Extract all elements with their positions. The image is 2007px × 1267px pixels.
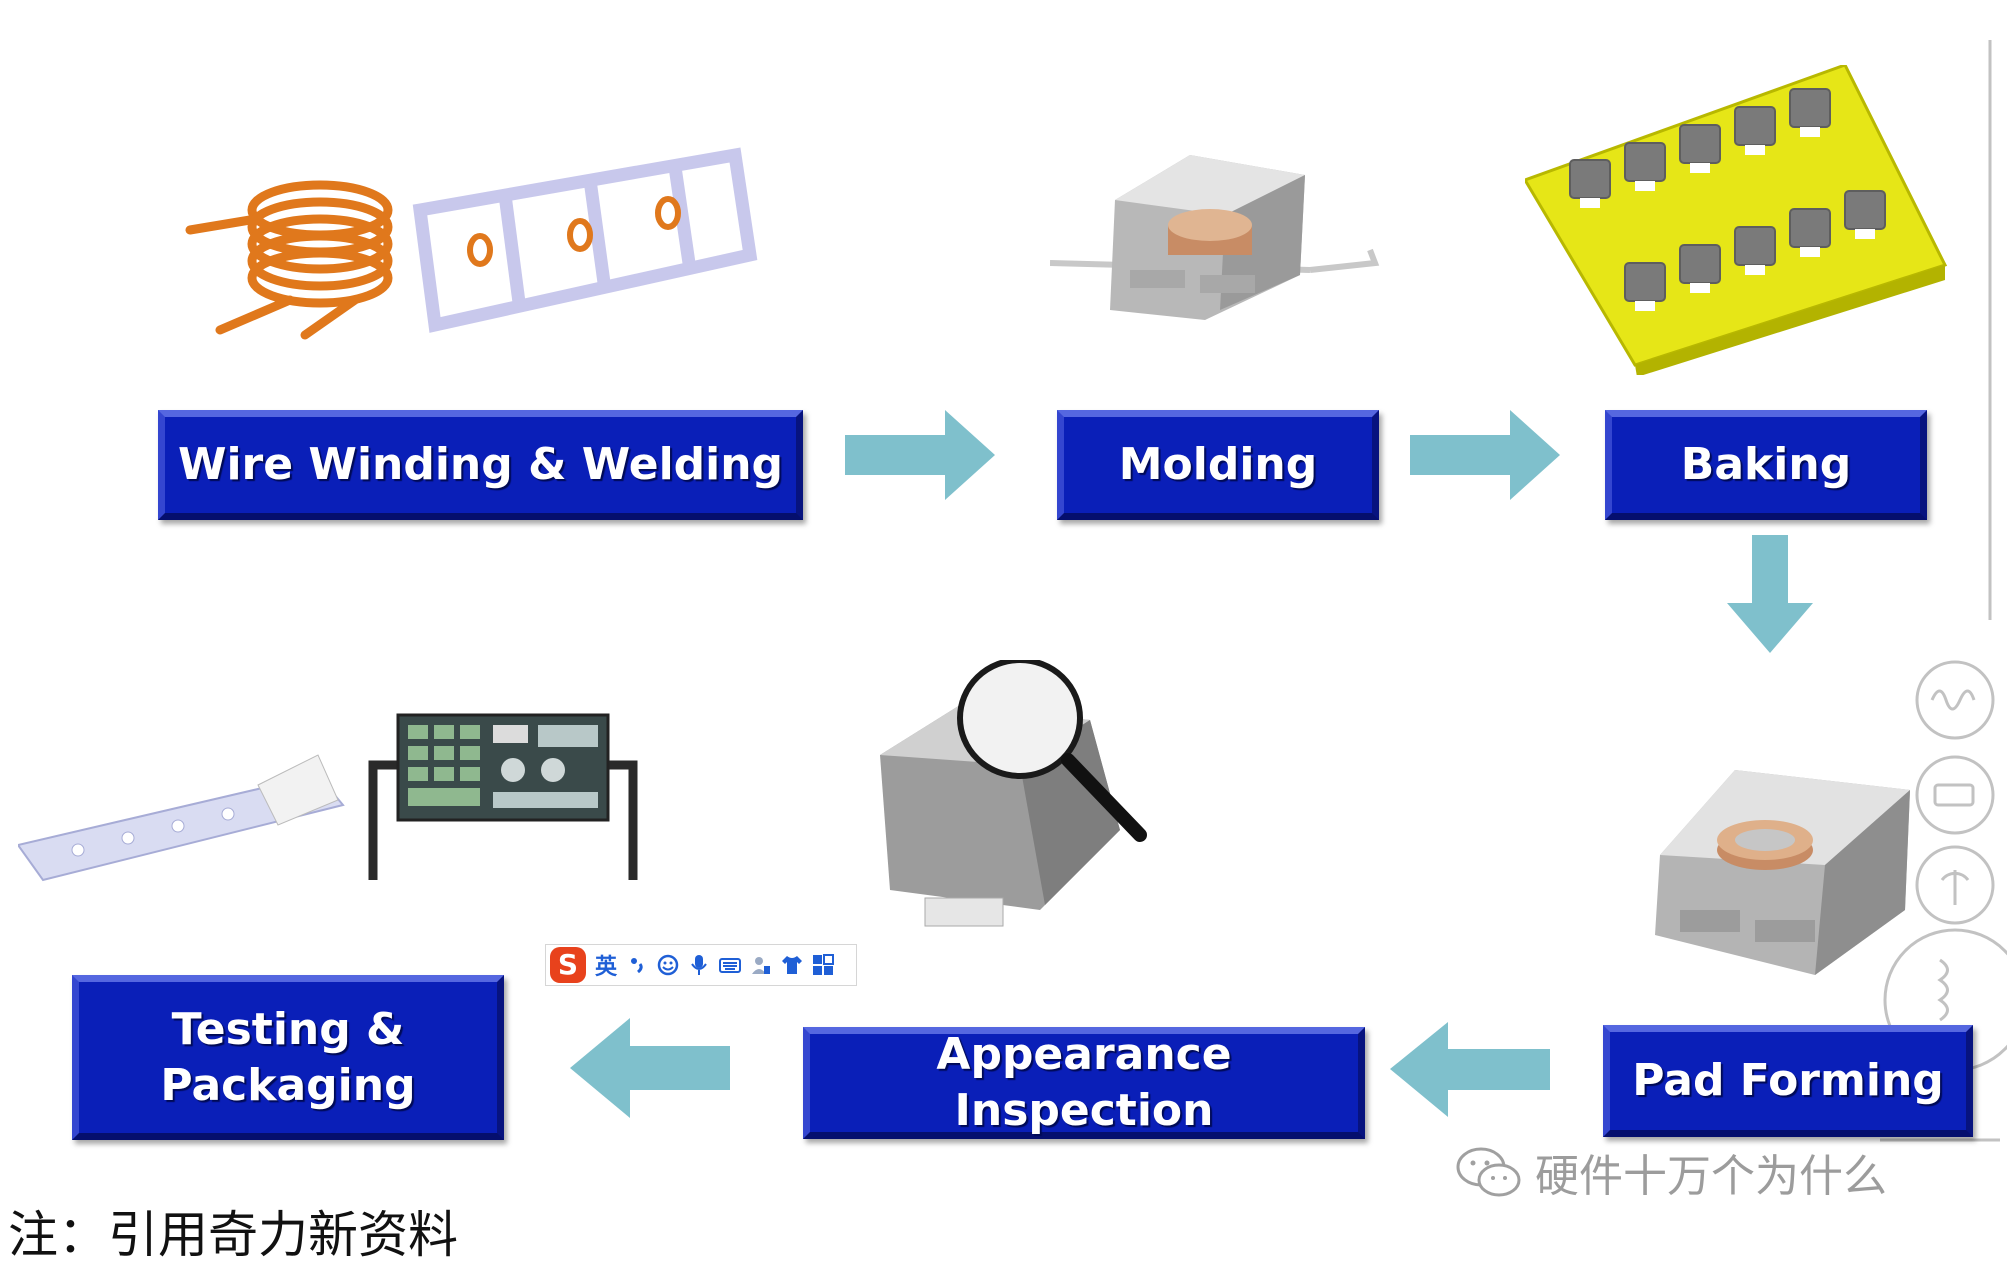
arrow-right-icon — [845, 410, 995, 500]
source-note: 注：引用奇力新资料 — [8, 1206, 458, 1264]
step-label: Testing & Packaging — [160, 1003, 416, 1111]
step-label: Pad Forming — [1632, 1055, 1944, 1106]
wechat-watermark: 硬件十万个为什么 — [1455, 1140, 1887, 1204]
arrow-down-icon — [1727, 535, 1813, 653]
step-baking: Baking — [1605, 410, 1927, 520]
arrow-left-icon — [1390, 1022, 1550, 1117]
microphone-icon[interactable] — [688, 954, 710, 976]
arrow-left-icon — [570, 1018, 730, 1118]
user-icon[interactable] — [750, 954, 772, 976]
step-testing-packaging: Testing & Packaging — [72, 975, 504, 1140]
step-wire-winding-welding: Wire Winding & Welding — [158, 410, 803, 520]
keyboard-icon[interactable] — [719, 954, 742, 976]
step-label: Wire Winding & Welding — [177, 439, 784, 490]
toolbox-icon[interactable] — [812, 954, 835, 976]
tape-reel-illustration — [18, 754, 345, 882]
inductor-magnifier-illustration — [880, 660, 1147, 927]
ime-language-toggle[interactable]: 英 — [595, 955, 618, 980]
step-appearance-inspection: Appearance Inspection — [803, 1027, 1365, 1139]
ime-logo[interactable]: S — [550, 947, 586, 983]
pad-forming-illustration — [1655, 770, 1910, 975]
molding-illustration — [1050, 155, 1380, 320]
step-label: Baking — [1680, 439, 1852, 490]
arrow-right-icon — [1410, 410, 1560, 500]
step-label: Appearance Inspection — [936, 1029, 1232, 1136]
step-pad-forming: Pad Forming — [1603, 1025, 1973, 1137]
baking-tray-illustration — [1525, 65, 1948, 375]
emoji-icon[interactable] — [657, 954, 679, 976]
tester-illustration — [368, 713, 638, 880]
ime-toolbar[interactable]: S 英 — [545, 944, 857, 986]
wire-coil-illustration — [185, 147, 758, 340]
wechat-icon — [1456, 1147, 1521, 1196]
step-molding: Molding — [1057, 410, 1379, 520]
skin-icon[interactable] — [781, 954, 803, 976]
step-label: Molding — [1118, 439, 1318, 490]
watermark-text: 硬件十万个为什么 — [1535, 1151, 1887, 1202]
punctuation-icon[interactable] — [626, 954, 648, 976]
